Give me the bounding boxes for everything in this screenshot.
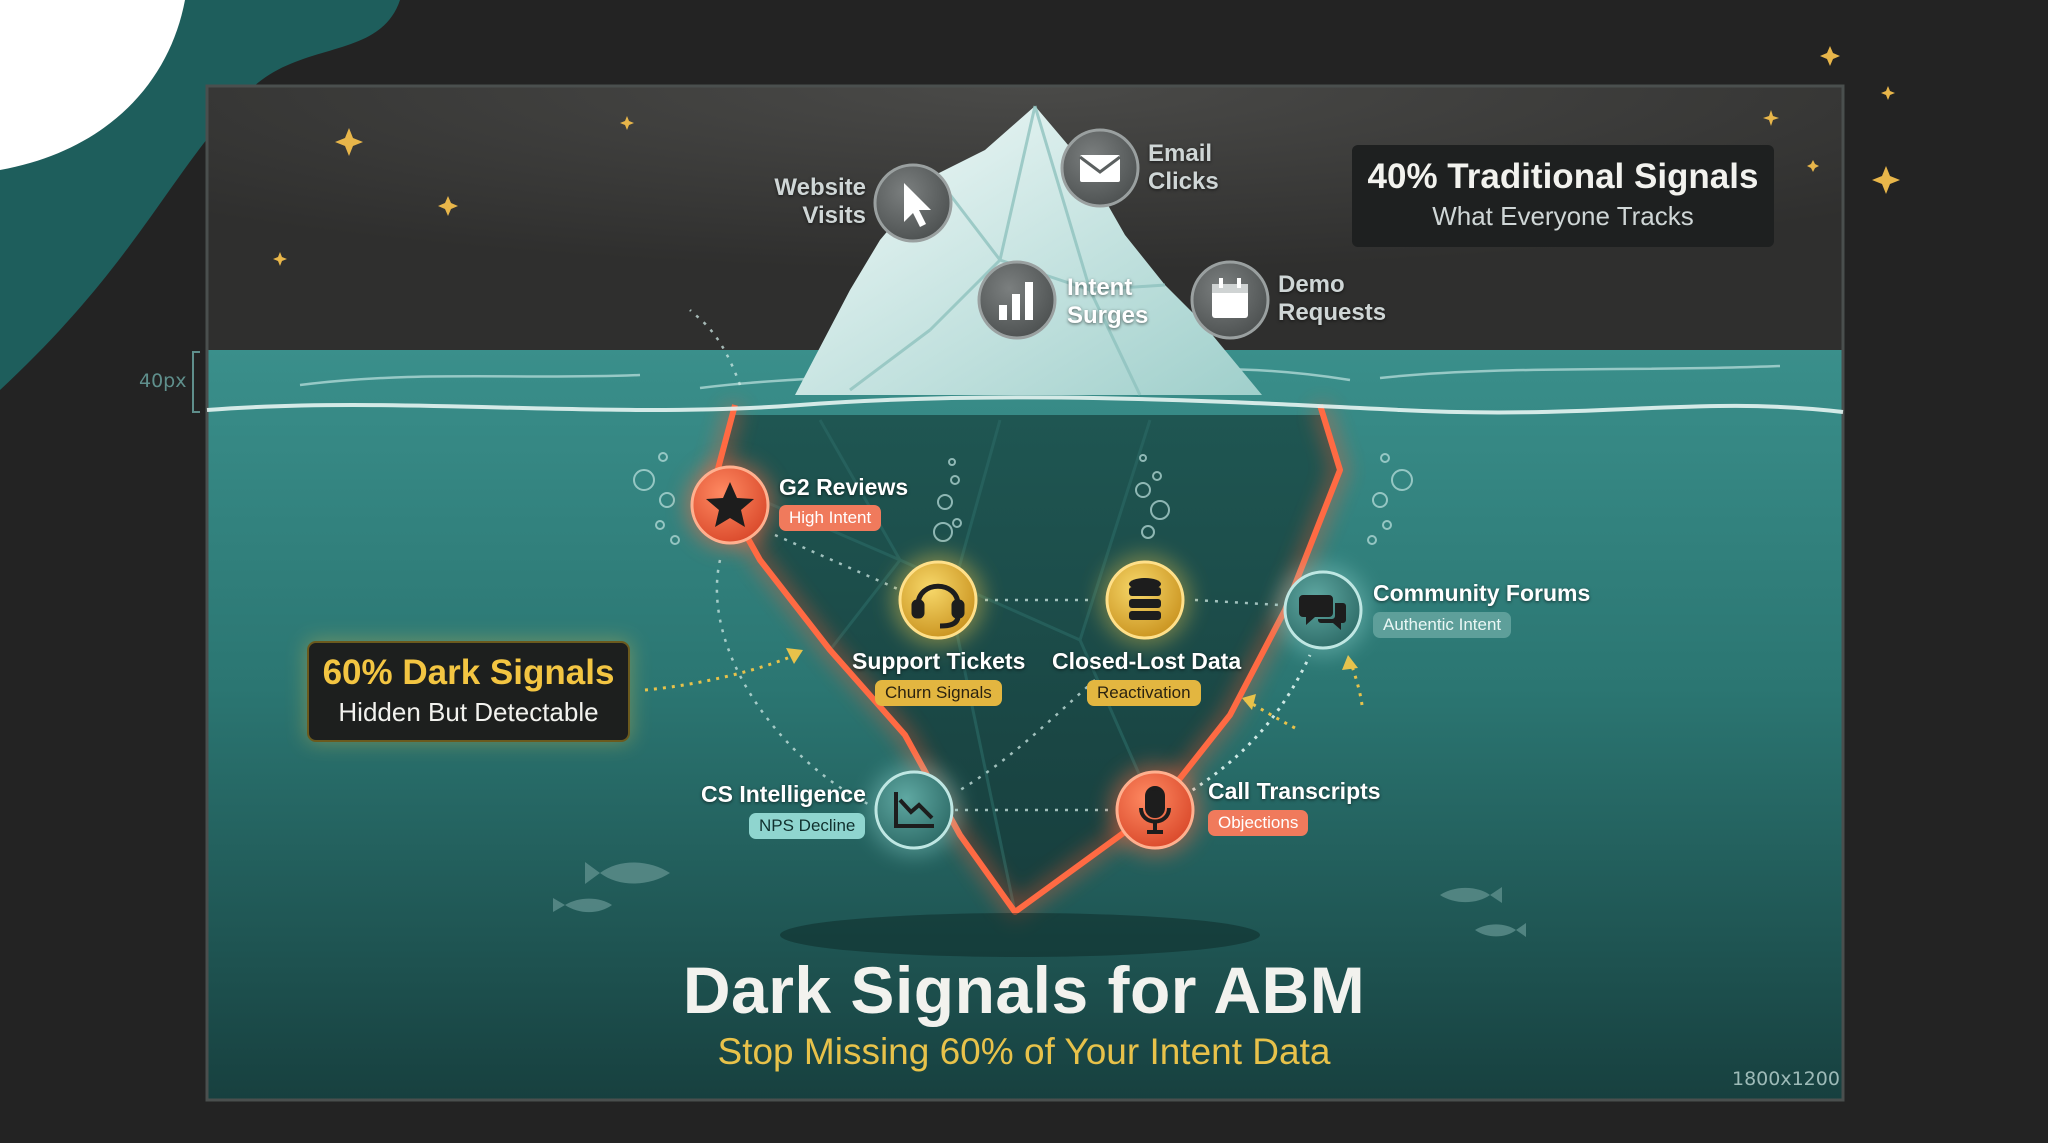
g2-node (686, 461, 774, 549)
microphone-icon (1139, 786, 1171, 834)
star-icon (706, 482, 754, 527)
arrow-heads (786, 648, 1358, 710)
community-label: Community Forums (1373, 580, 1591, 606)
dimension-note: 1800x1200 (1732, 1068, 1840, 1090)
chat-icon (1299, 595, 1346, 630)
traditional-callout-box (1352, 145, 1774, 247)
iceberg-tip (795, 106, 1262, 395)
calendar-icon (1212, 278, 1248, 318)
traditional-sub: What Everyone Tracks (1432, 201, 1694, 231)
support-label: Support Tickets (852, 648, 1026, 674)
headset-icon (911, 583, 965, 629)
frame-border (205, 84, 1845, 1102)
closed-label: Closed-Lost Data (1052, 648, 1242, 674)
closed-tag: Reactivation (1087, 680, 1201, 706)
water-ripples (299, 364, 1781, 390)
water-surface (206, 395, 1844, 415)
page-subtitle: Stop Missing 60% of Your Intent Data (717, 1031, 1331, 1072)
cursor-icon (904, 183, 931, 227)
arrows (644, 653, 1364, 797)
envelope-icon (1079, 155, 1121, 182)
traditional-callout: 40% Traditional Signals What Everyone Tr… (1352, 145, 1774, 247)
dark-callout: 60% Dark Signals Hidden But Detectable (308, 642, 629, 741)
height-bracket (192, 351, 200, 413)
website-node (873, 163, 953, 243)
support-node (892, 554, 984, 646)
page-title: Dark Signals for ABM (682, 953, 1366, 1027)
demo-node (1190, 260, 1270, 340)
declining-chart-icon (894, 792, 934, 828)
call-tag: Objections (1208, 810, 1309, 836)
g2-label: G2 Reviews (779, 474, 909, 500)
cs-tag: NPS Decline (749, 813, 866, 839)
traditional-headline: 40% Traditional Signals (1367, 157, 1759, 196)
cs-label: CS Intelligence (701, 781, 866, 807)
g2-tag: High Intent (779, 505, 882, 531)
call-node (1109, 764, 1201, 856)
bar-chart-icon (999, 282, 1033, 320)
stars (273, 46, 1900, 266)
dark-sub: Hidden But Detectable (338, 697, 599, 727)
iceberg-underwater (715, 415, 1340, 912)
community-node (1277, 564, 1369, 656)
community-tag: Authentic Intent (1373, 612, 1512, 638)
iceberg-tip-facets (849, 105, 1166, 396)
intent-node (977, 260, 1057, 340)
email-node (1060, 128, 1140, 208)
iceberg-shadow (780, 913, 1260, 957)
bubbles (633, 452, 1413, 545)
dark-callout-box (307, 641, 630, 742)
database-icon (1129, 578, 1161, 620)
call-label: Call Transcripts (1208, 778, 1381, 804)
connectors (689, 309, 1281, 812)
support-tag: Churn Signals (875, 680, 1002, 706)
height-note: 40px (139, 370, 187, 392)
corner-wave-white (0, 0, 185, 170)
fish-icons (553, 862, 1526, 937)
closed-node (1099, 554, 1191, 646)
cs-node (868, 764, 960, 856)
dark-headline: 60% Dark Signals (322, 653, 615, 692)
